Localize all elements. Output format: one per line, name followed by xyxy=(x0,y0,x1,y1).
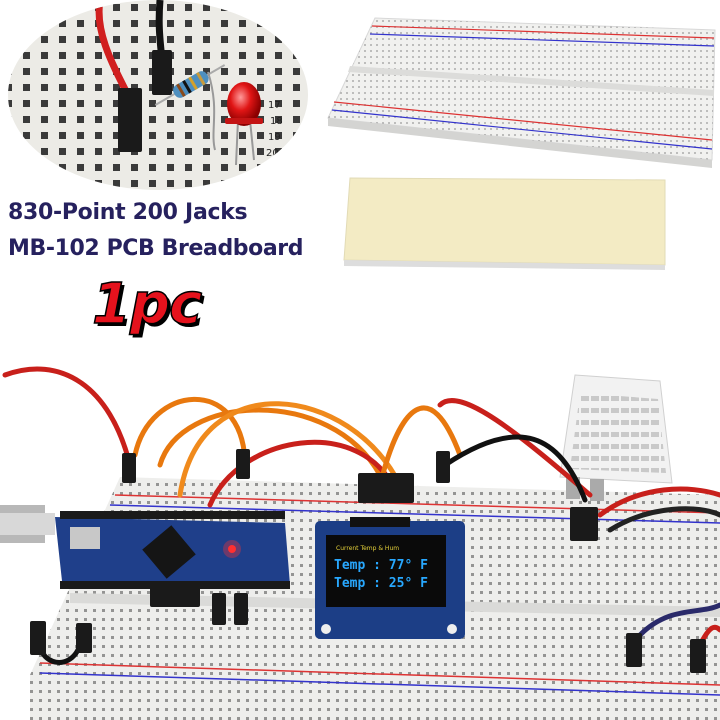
breadboard-product-photo xyxy=(327,17,716,270)
row-number: 19 xyxy=(268,132,281,143)
arduino-nano-board xyxy=(55,511,290,589)
row-number: 20 xyxy=(266,148,279,159)
breadboard-830-point xyxy=(327,17,716,168)
oled-line2: Temp : 25° F xyxy=(334,576,428,591)
dht22-sensor xyxy=(559,374,673,501)
circuit-photo: Current Temp & Hum Temp : 77° F Temp : 2… xyxy=(0,345,720,720)
jumper-connector xyxy=(118,88,142,152)
red-led xyxy=(225,82,263,166)
oled-title: Current Temp & Hum xyxy=(336,545,399,552)
jumper-connector xyxy=(152,50,172,95)
usb-cable xyxy=(0,505,55,543)
row-number: 17 xyxy=(268,100,281,111)
jumper-connectors xyxy=(30,449,706,673)
oled-display-module: Current Temp & Hum Temp : 77° F Temp : 2… xyxy=(315,517,465,639)
product-headline-line1: 830-Point 200 Jacks xyxy=(8,200,248,225)
row-number: 21 xyxy=(262,164,275,175)
oled-line1: Temp : 77° F xyxy=(334,558,428,573)
quantity-label: 1pc xyxy=(91,271,203,338)
red-jumper-wire xyxy=(95,0,132,97)
resistor xyxy=(154,64,226,106)
product-headline-line2: MB-102 PCB Breadboard xyxy=(8,236,304,261)
closeup-photo: 17 18 19 20 21 xyxy=(8,0,308,190)
row-number: 18 xyxy=(270,116,283,127)
adhesive-backing xyxy=(343,177,666,270)
